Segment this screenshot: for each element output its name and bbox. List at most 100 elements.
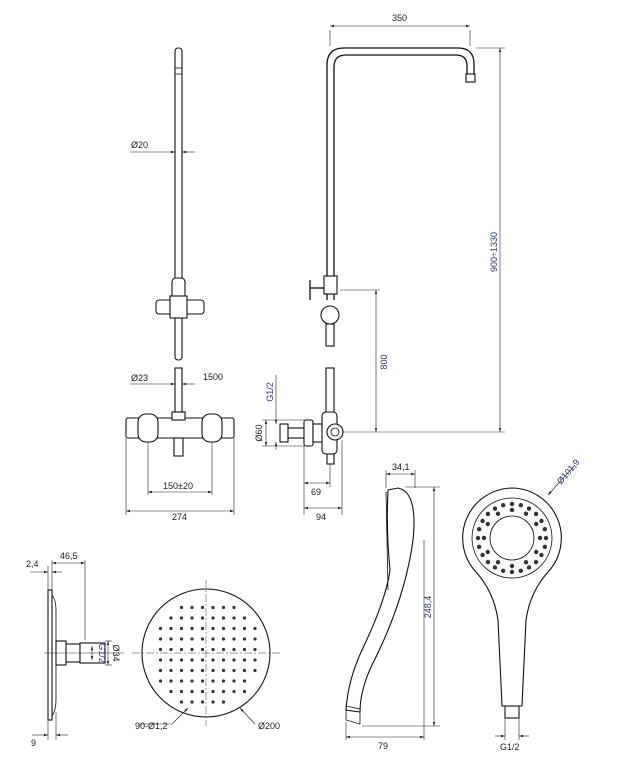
nozzle-dot: [221, 647, 226, 652]
nozzle-dot: [485, 559, 491, 565]
nozzle-dot: [169, 637, 173, 641]
nozzle-dot: [211, 647, 215, 652]
nozzle-dot: [533, 511, 539, 517]
nozzle-dot: [232, 616, 236, 620]
nozzle-dot: [533, 559, 539, 565]
wall-distance-94-label: 94: [316, 512, 326, 522]
lower-pipe: [174, 367, 183, 417]
nozzle-dot: [190, 689, 194, 694]
handle-spacing-label: 150±20: [163, 481, 193, 491]
nozzle-dot: [543, 535, 549, 541]
height-range-label: 900÷1330: [489, 232, 499, 272]
nozzle-dot: [476, 527, 482, 532]
nozzle-dot: [179, 647, 184, 652]
nozzle-dot: [158, 647, 163, 652]
nozzle-dot: [242, 637, 247, 641]
nozzle-dot: [200, 626, 205, 631]
nozzle-dot: [542, 527, 548, 532]
edge-thickness-label: 9: [31, 738, 36, 748]
nozzle-dot: [200, 616, 205, 620]
hand-shower-side: 34,1 248,4 79: [345, 462, 440, 751]
nozzle-dot: [523, 511, 529, 516]
mixer-width-label: 274: [172, 512, 187, 522]
nozzle-dot: [221, 700, 226, 704]
thermostatic-mixer: [125, 411, 235, 457]
nozzle-dot: [242, 668, 247, 673]
connector-diameter-label: Ø34: [111, 644, 121, 661]
nozzle-dot: [179, 637, 184, 641]
nozzle-dot: [495, 560, 501, 565]
nozzle-dot: [534, 549, 539, 555]
nozzle-dot: [232, 605, 236, 610]
nozzle-dot: [232, 637, 236, 641]
nozzle-dot: [211, 700, 215, 704]
slider-bracket: [155, 277, 205, 319]
nozzle-dot: [169, 616, 173, 620]
nozzle-dot: [190, 679, 194, 683]
nozzle-dot: [495, 511, 501, 516]
nozzle-dot: [221, 616, 226, 620]
nozzle-dot: [242, 689, 247, 694]
connection-label: G1/2: [265, 382, 275, 402]
nozzle-dot: [253, 668, 257, 673]
nozzle-dot: [221, 679, 226, 683]
nozzle-dot: [539, 552, 544, 558]
nozzle-dot: [242, 647, 247, 652]
nozzle-dot: [190, 658, 194, 662]
nozzle-dot: [200, 679, 205, 683]
holder-height-label: 800: [379, 354, 389, 369]
nozzle-dot: [242, 679, 247, 683]
nozzle-dot: [534, 521, 539, 527]
nozzle-dot: [509, 501, 515, 507]
nozzle-dot: [485, 521, 490, 527]
nozzle-dot: [158, 658, 163, 662]
nozzle-dot: [169, 658, 173, 662]
nozzle-dot: [190, 668, 194, 673]
nozzle-dot: [211, 658, 215, 662]
nozzle-dot: [190, 700, 194, 704]
nozzle-dot: [190, 647, 194, 652]
nozzle-dot: [200, 658, 205, 662]
length-label: 1500: [203, 372, 223, 382]
hand-shower-nozzles: [475, 501, 549, 575]
nozzle-dot: [221, 658, 226, 662]
nozzle-dot: [211, 689, 215, 694]
overhead-nozzles: [158, 605, 257, 704]
nozzle-dot: [242, 626, 247, 631]
nozzle-dot: [158, 637, 163, 641]
nozzle-dot: [200, 689, 205, 694]
nozzle-dot: [221, 689, 226, 694]
head-diameter-label: Ø101,9: [555, 457, 582, 486]
overhead-diameter-label: Ø200: [258, 721, 280, 731]
nozzle-dot: [242, 616, 247, 620]
nozzle-dot: [169, 679, 173, 683]
overhead-shower-front: 90-Ø1,2 Ø200: [132, 580, 280, 731]
nozzle-dot: [476, 544, 482, 549]
nozzle-dot: [221, 626, 226, 631]
nozzle-dot: [509, 507, 515, 513]
arm-reach-label: 350: [392, 13, 407, 23]
nozzle-dot: [211, 616, 215, 620]
side-mixer: [279, 411, 344, 465]
nozzle-dot: [200, 605, 205, 610]
wall-distance-69-label: 69: [311, 487, 321, 497]
nozzle-dot: [190, 626, 194, 631]
nozzles-label: 90-Ø1,2: [135, 721, 168, 731]
nozzle-dot: [501, 568, 506, 574]
nozzle-dot: [200, 637, 205, 641]
nozzle-dot: [190, 616, 194, 620]
hand-shower-depth-label: 79: [378, 741, 388, 751]
pipe-diameter-label: Ø20: [131, 140, 148, 150]
hand-shower-length-label: 248,4: [423, 596, 433, 619]
overhead-shower-side: 46,5 2,4 G1/2 Ø34 9: [26, 551, 124, 748]
nozzle-dot: [158, 679, 163, 683]
nozzle-dot: [253, 637, 257, 641]
nozzle-dot: [509, 563, 515, 569]
lower-pipe-diameter-label: Ø23: [131, 373, 148, 383]
nozzle-dot: [211, 679, 215, 683]
nozzle-dot: [542, 544, 548, 549]
nozzle-dot: [169, 626, 173, 631]
nozzle-dot: [158, 626, 163, 631]
nozzle-dot: [169, 647, 173, 652]
nozzle-dot: [253, 658, 257, 662]
